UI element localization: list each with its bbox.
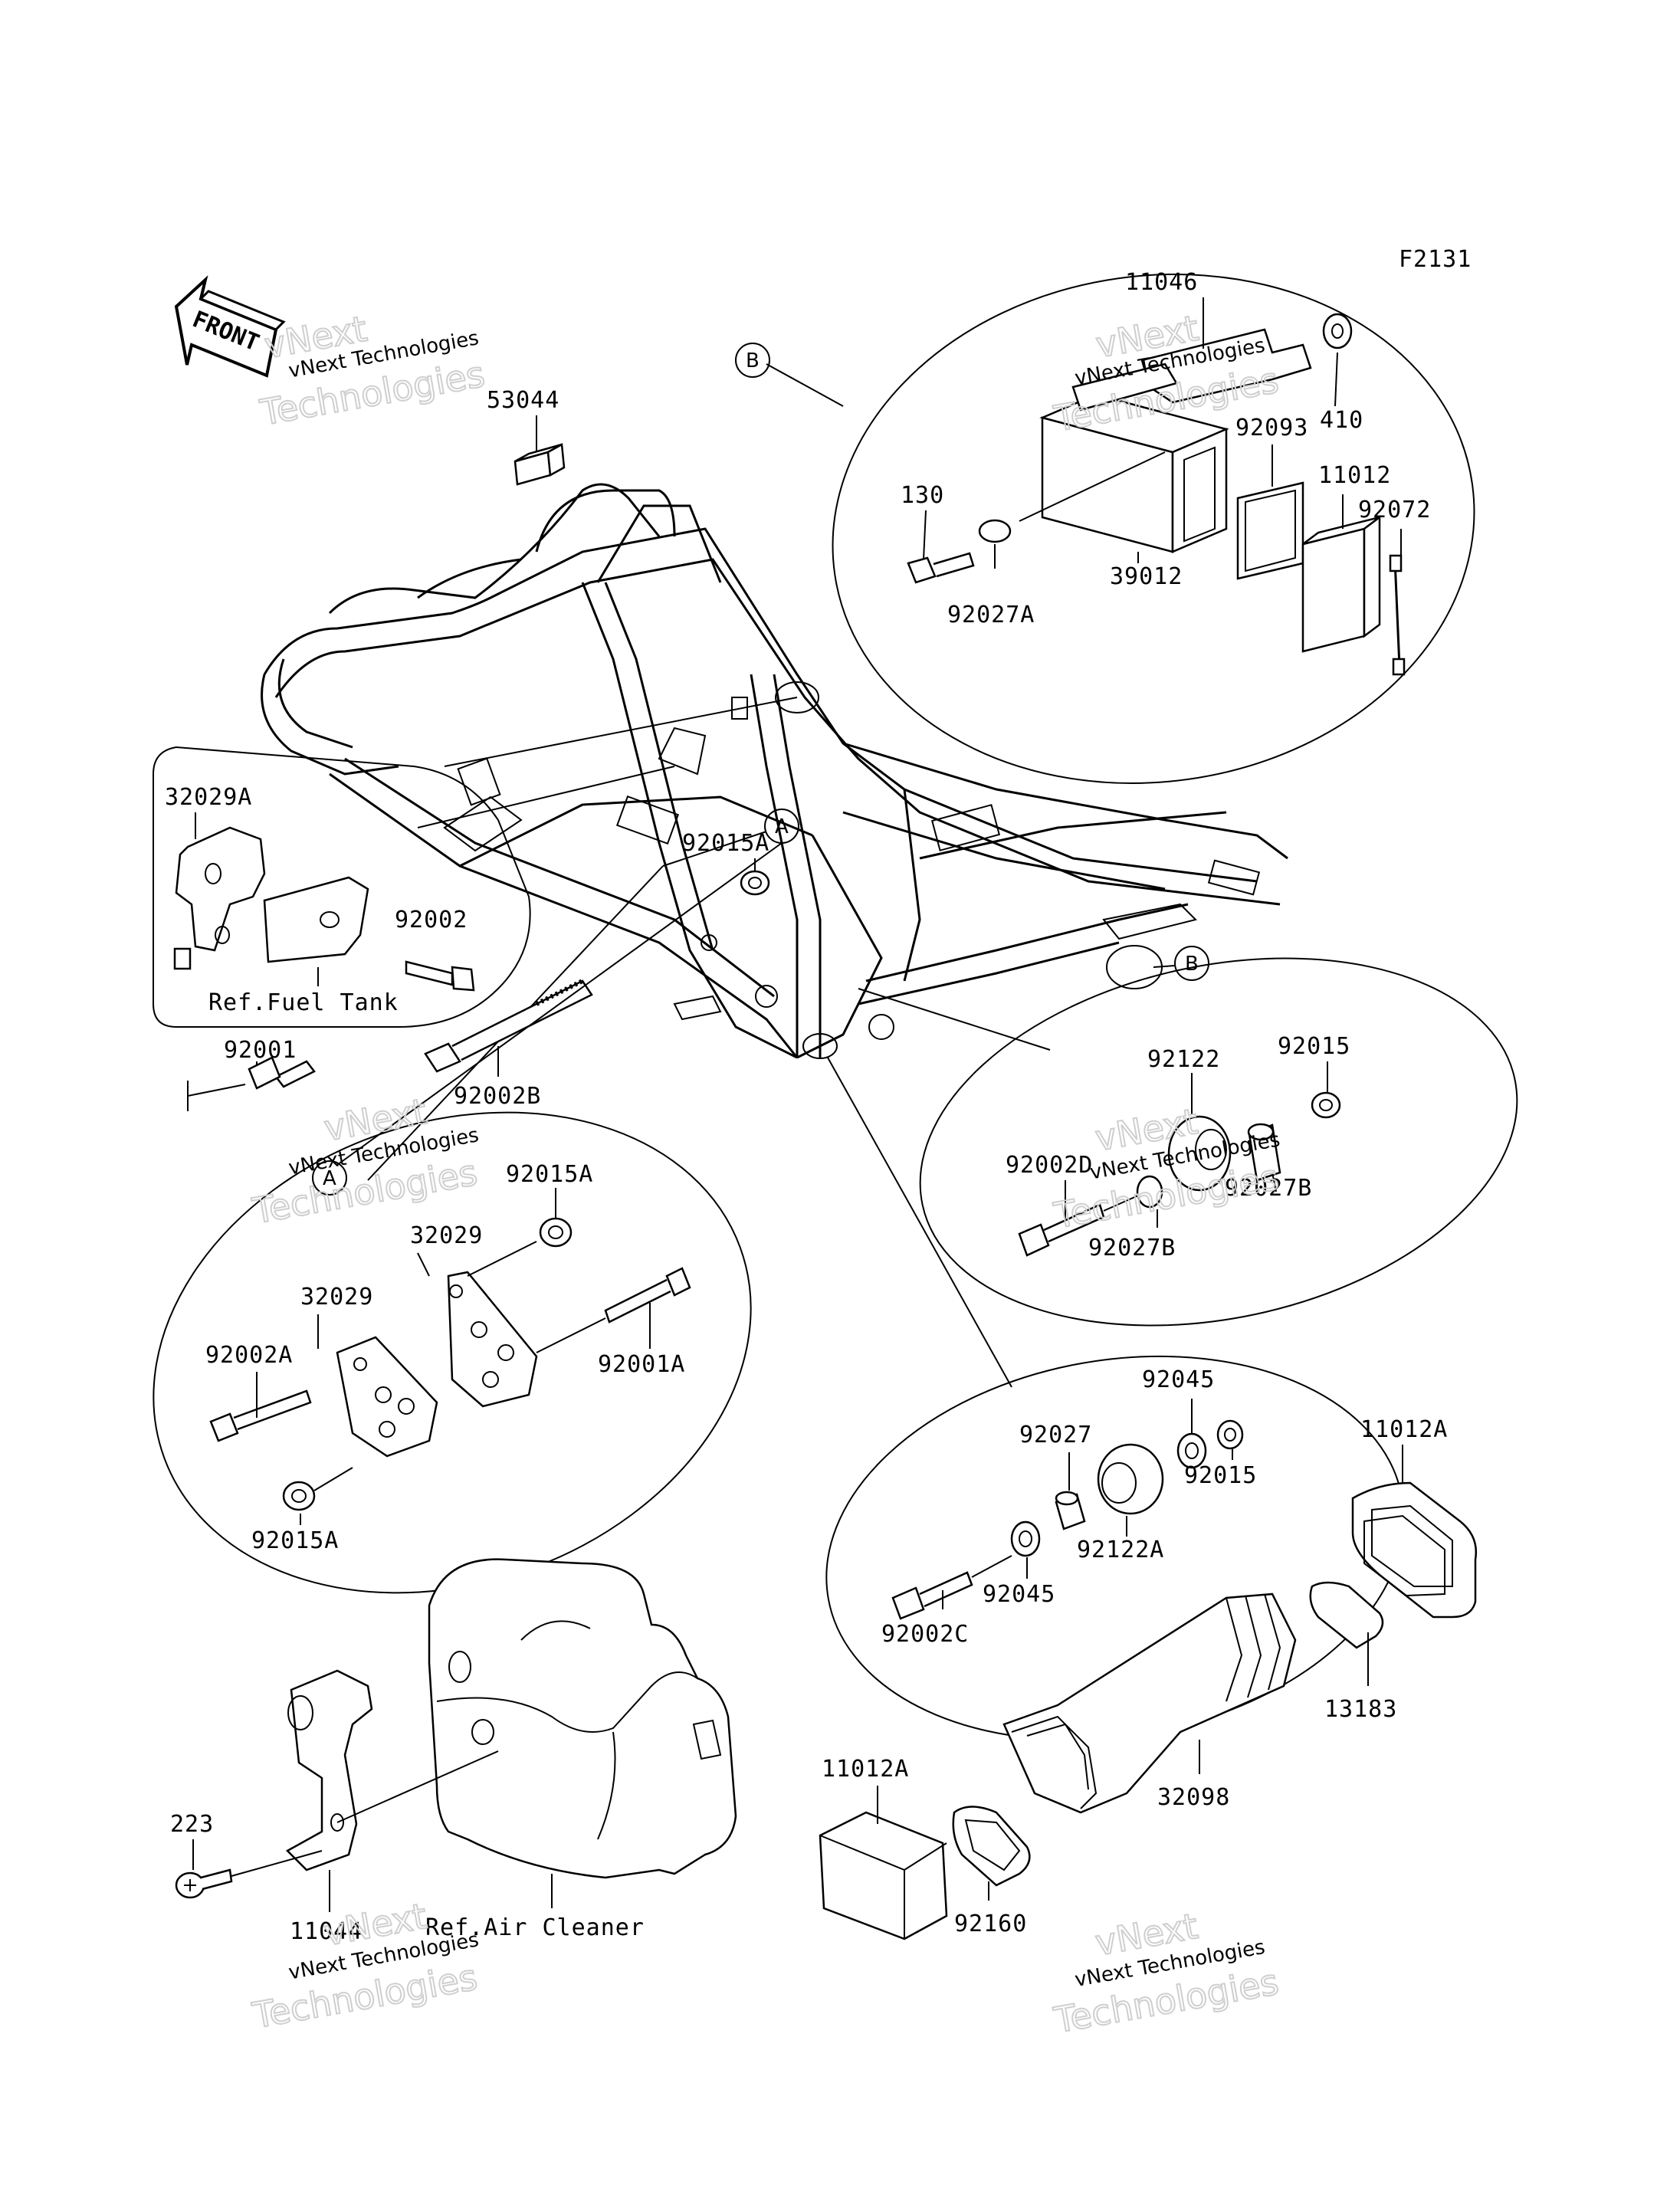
part-label-92045-upper: 92045 xyxy=(1142,1366,1215,1393)
part-label-92122a: 92122A xyxy=(1077,1537,1164,1563)
watermark-3: vNext vNext Technologies Technologies xyxy=(248,1090,481,1232)
part-label-130: 130 xyxy=(901,482,944,509)
part-label-32098: 32098 xyxy=(1157,1784,1230,1811)
part-label-39012: 39012 xyxy=(1110,563,1183,590)
part-label-92027b-left: 92027B xyxy=(1088,1235,1176,1261)
detail-group-fuel-tank xyxy=(153,746,531,1111)
battery-case xyxy=(1039,393,1229,553)
part-label-92001a: 92001A xyxy=(598,1351,685,1378)
part-label-92002c: 92002C xyxy=(881,1621,969,1648)
part-label-13183: 13183 xyxy=(1324,1696,1397,1723)
callout-b-top xyxy=(735,343,770,378)
callout-a-detail xyxy=(312,1160,347,1196)
part-label-32029-lower: 32029 xyxy=(300,1284,373,1310)
ref-air-cleaner: Ref.Air Cleaner xyxy=(425,1914,645,1941)
part-label-92027a: 92027A xyxy=(947,602,1035,628)
part-label-92015-detail-d: 92015 xyxy=(1278,1033,1350,1060)
part-label-92027b-right: 92027B xyxy=(1225,1175,1312,1202)
part-label-410: 410 xyxy=(1320,407,1363,434)
part-label-11046: 11046 xyxy=(1125,269,1198,296)
figure-code: F2131 xyxy=(1399,246,1472,273)
part-label-92015a-top: 92015A xyxy=(682,830,769,857)
washer-410 xyxy=(1322,313,1353,349)
watermark-6: vNext vNext Technologies Technologies xyxy=(1050,1904,1282,2042)
part-label-223: 223 xyxy=(170,1811,214,1838)
part-label-92015-detail-c: 92015 xyxy=(1184,1462,1257,1489)
svg-text:B: B xyxy=(1185,953,1199,976)
bolt-130 xyxy=(907,552,975,584)
svg-text:A: A xyxy=(323,1167,336,1190)
part-label-92015a-detail-a-top: 92015A xyxy=(506,1161,593,1188)
part-label-92122: 92122 xyxy=(1147,1046,1220,1073)
watermark-5: vNext vNext Technologies Technologies xyxy=(248,1894,481,2037)
cap-11012 xyxy=(1301,527,1366,653)
part-label-11012a-lower: 11012A xyxy=(822,1756,909,1783)
part-label-92002: 92002 xyxy=(395,907,468,933)
detail-group-a: A xyxy=(153,1111,752,1594)
part-label-92002d: 92002D xyxy=(1006,1152,1093,1179)
part-label-92002a: 92002A xyxy=(205,1342,293,1369)
part-label-53044: 53044 xyxy=(487,387,559,414)
part-label-92072: 92072 xyxy=(1358,497,1431,523)
part-label-92015a-detail-a-bottom: 92015A xyxy=(251,1527,339,1554)
part-53044 xyxy=(514,442,566,486)
main-frame xyxy=(261,483,1288,1059)
bracket-11046 xyxy=(1071,328,1312,412)
nut-92015a-frame xyxy=(740,870,770,896)
part-label-92160: 92160 xyxy=(954,1911,1027,1937)
part-label-11012: 11012 xyxy=(1318,462,1391,489)
part-label-92045-lower: 92045 xyxy=(983,1581,1055,1608)
ref-fuel-tank: Ref.Fuel Tank xyxy=(208,989,399,1016)
callout-b-frame xyxy=(1174,946,1209,981)
bolt-92002b xyxy=(424,979,593,1073)
svg-text:B: B xyxy=(746,349,760,372)
part-label-32029-upper: 32029 xyxy=(410,1222,483,1249)
part-label-11044: 11044 xyxy=(290,1918,363,1945)
detail-group-c xyxy=(825,1355,1405,1741)
detail-group-b: B xyxy=(735,269,1475,784)
part-label-11012a-upper: 11012A xyxy=(1360,1416,1448,1443)
part-label-92001: 92001 xyxy=(224,1037,297,1064)
part-label-92002b: 92002B xyxy=(454,1083,541,1110)
svg-text:A: A xyxy=(775,815,789,838)
front-arrow-icon: FRONT xyxy=(174,275,286,378)
detail-group-d xyxy=(919,957,1518,1327)
part-label-92093: 92093 xyxy=(1235,415,1308,441)
washer-92027a xyxy=(978,519,1012,543)
intake-parts xyxy=(819,1481,1478,1940)
part-label-32029a: 32029A xyxy=(165,784,252,811)
part-label-92027: 92027 xyxy=(1019,1422,1092,1448)
strap-92072 xyxy=(1393,559,1401,668)
watermark-1: vNext vNext Technologies Technologies xyxy=(256,307,488,435)
air-cleaner-assembly xyxy=(175,1558,737,1899)
